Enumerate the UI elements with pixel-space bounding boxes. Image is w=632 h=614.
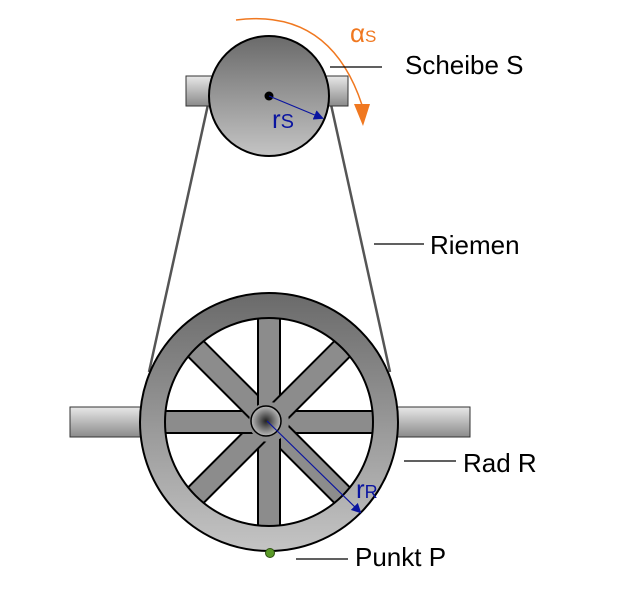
leader-lines (296, 66, 456, 560)
radius-rs-arrow (268, 95, 324, 120)
label-rs: rS (272, 104, 294, 135)
wheel-rim-inner (164, 317, 374, 527)
alpha-sub: S (365, 27, 377, 46)
label-point: Punkt P (355, 542, 447, 572)
label-rr: rR (356, 474, 378, 505)
label-wheel: Rad R (463, 448, 537, 478)
angle-alpha-arrow (235, 18, 363, 106)
label-pulley: Scheibe S (405, 50, 524, 80)
point-p (265, 548, 275, 558)
wheel-hub (250, 405, 282, 437)
label-belt: Riemen (430, 230, 520, 260)
radius-rr-arrow (266, 420, 362, 514)
label-alpha-s: αS (350, 18, 376, 49)
alpha-symbol: α (350, 18, 366, 48)
rs-symbol: r (272, 104, 281, 134)
rs-sub: S (280, 111, 295, 133)
angle-arrowhead-icon (354, 104, 370, 126)
rr-symbol: r (356, 474, 365, 504)
rr-sub: R (364, 482, 378, 502)
belt (147, 99, 392, 373)
